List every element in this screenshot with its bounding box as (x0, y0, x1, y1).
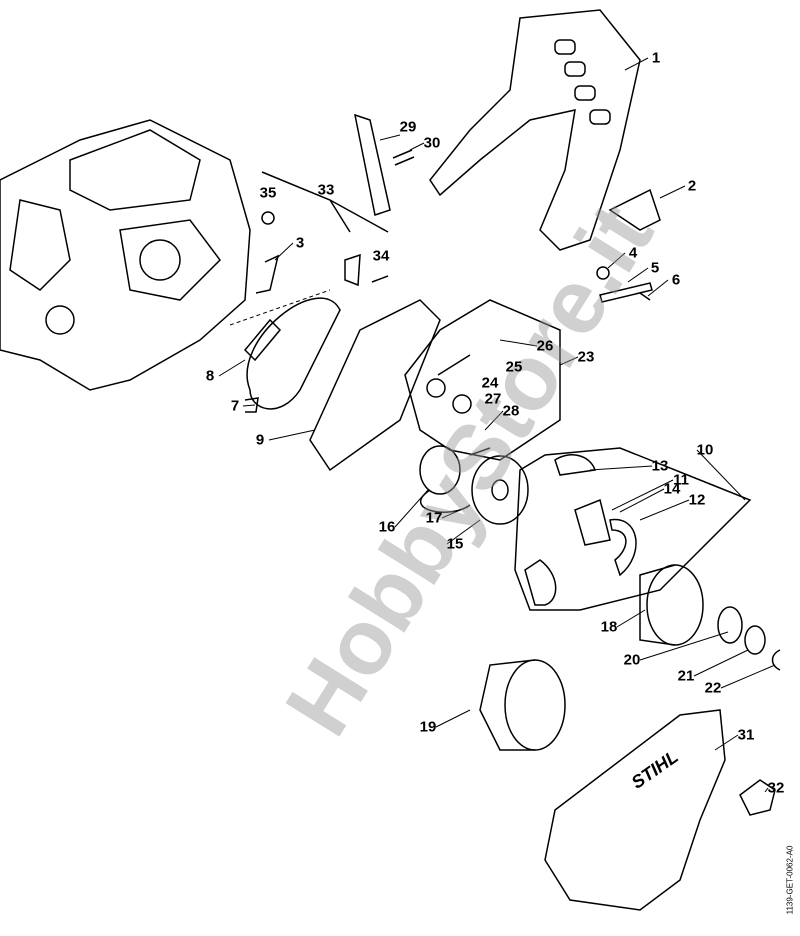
drawing-code: 1139-GET-0062-A0 (785, 845, 795, 915)
part-label-11: 11 (673, 471, 689, 489)
part-label-5: 5 (650, 259, 660, 277)
part-label-12: 12 (688, 491, 706, 509)
part-label-16: 16 (378, 518, 396, 536)
part-label-25: 25 (505, 358, 523, 376)
part-label-27: 27 (484, 390, 502, 408)
part-label-8: 8 (205, 367, 215, 385)
part-label-19: 19 (419, 718, 437, 736)
part-label-31: 31 (737, 726, 755, 744)
part-label-29: 29 (399, 118, 417, 136)
part-label-9: 9 (255, 431, 265, 449)
part-label-10: 10 (696, 441, 714, 459)
part-label-18: 18 (600, 618, 618, 636)
part-label-22: 22 (704, 679, 722, 697)
part-label-35: 35 (259, 184, 277, 202)
chain-brake-cover (309, 299, 441, 472)
part-label-2: 2 (687, 177, 697, 195)
part-label-24: 24 (481, 374, 499, 392)
part-label-13: 13 (651, 457, 669, 475)
part-label-6: 6 (671, 271, 681, 289)
part-label-14: 14 (663, 480, 681, 498)
part-label-32: 32 (767, 779, 785, 797)
part-label-20: 20 (623, 651, 641, 669)
part-label-33: 33 (317, 181, 335, 199)
part-label-4: 4 (628, 244, 638, 262)
sprocket-cover (544, 709, 726, 911)
part-label-15: 15 (446, 535, 464, 553)
part-label-30: 30 (423, 134, 441, 152)
part-label-1: 1 (651, 49, 661, 67)
part-label-17: 17 (425, 509, 443, 527)
part-label-26: 26 (536, 337, 554, 355)
part-label-34: 34 (372, 247, 390, 265)
part-label-7: 7 (230, 397, 240, 415)
engine-housing (0, 119, 251, 391)
part-label-21: 21 (677, 667, 695, 685)
hand-guard (429, 9, 641, 251)
part-label-3: 3 (295, 234, 305, 252)
part-label-23: 23 (577, 348, 595, 366)
part-label-28: 28 (502, 402, 520, 420)
